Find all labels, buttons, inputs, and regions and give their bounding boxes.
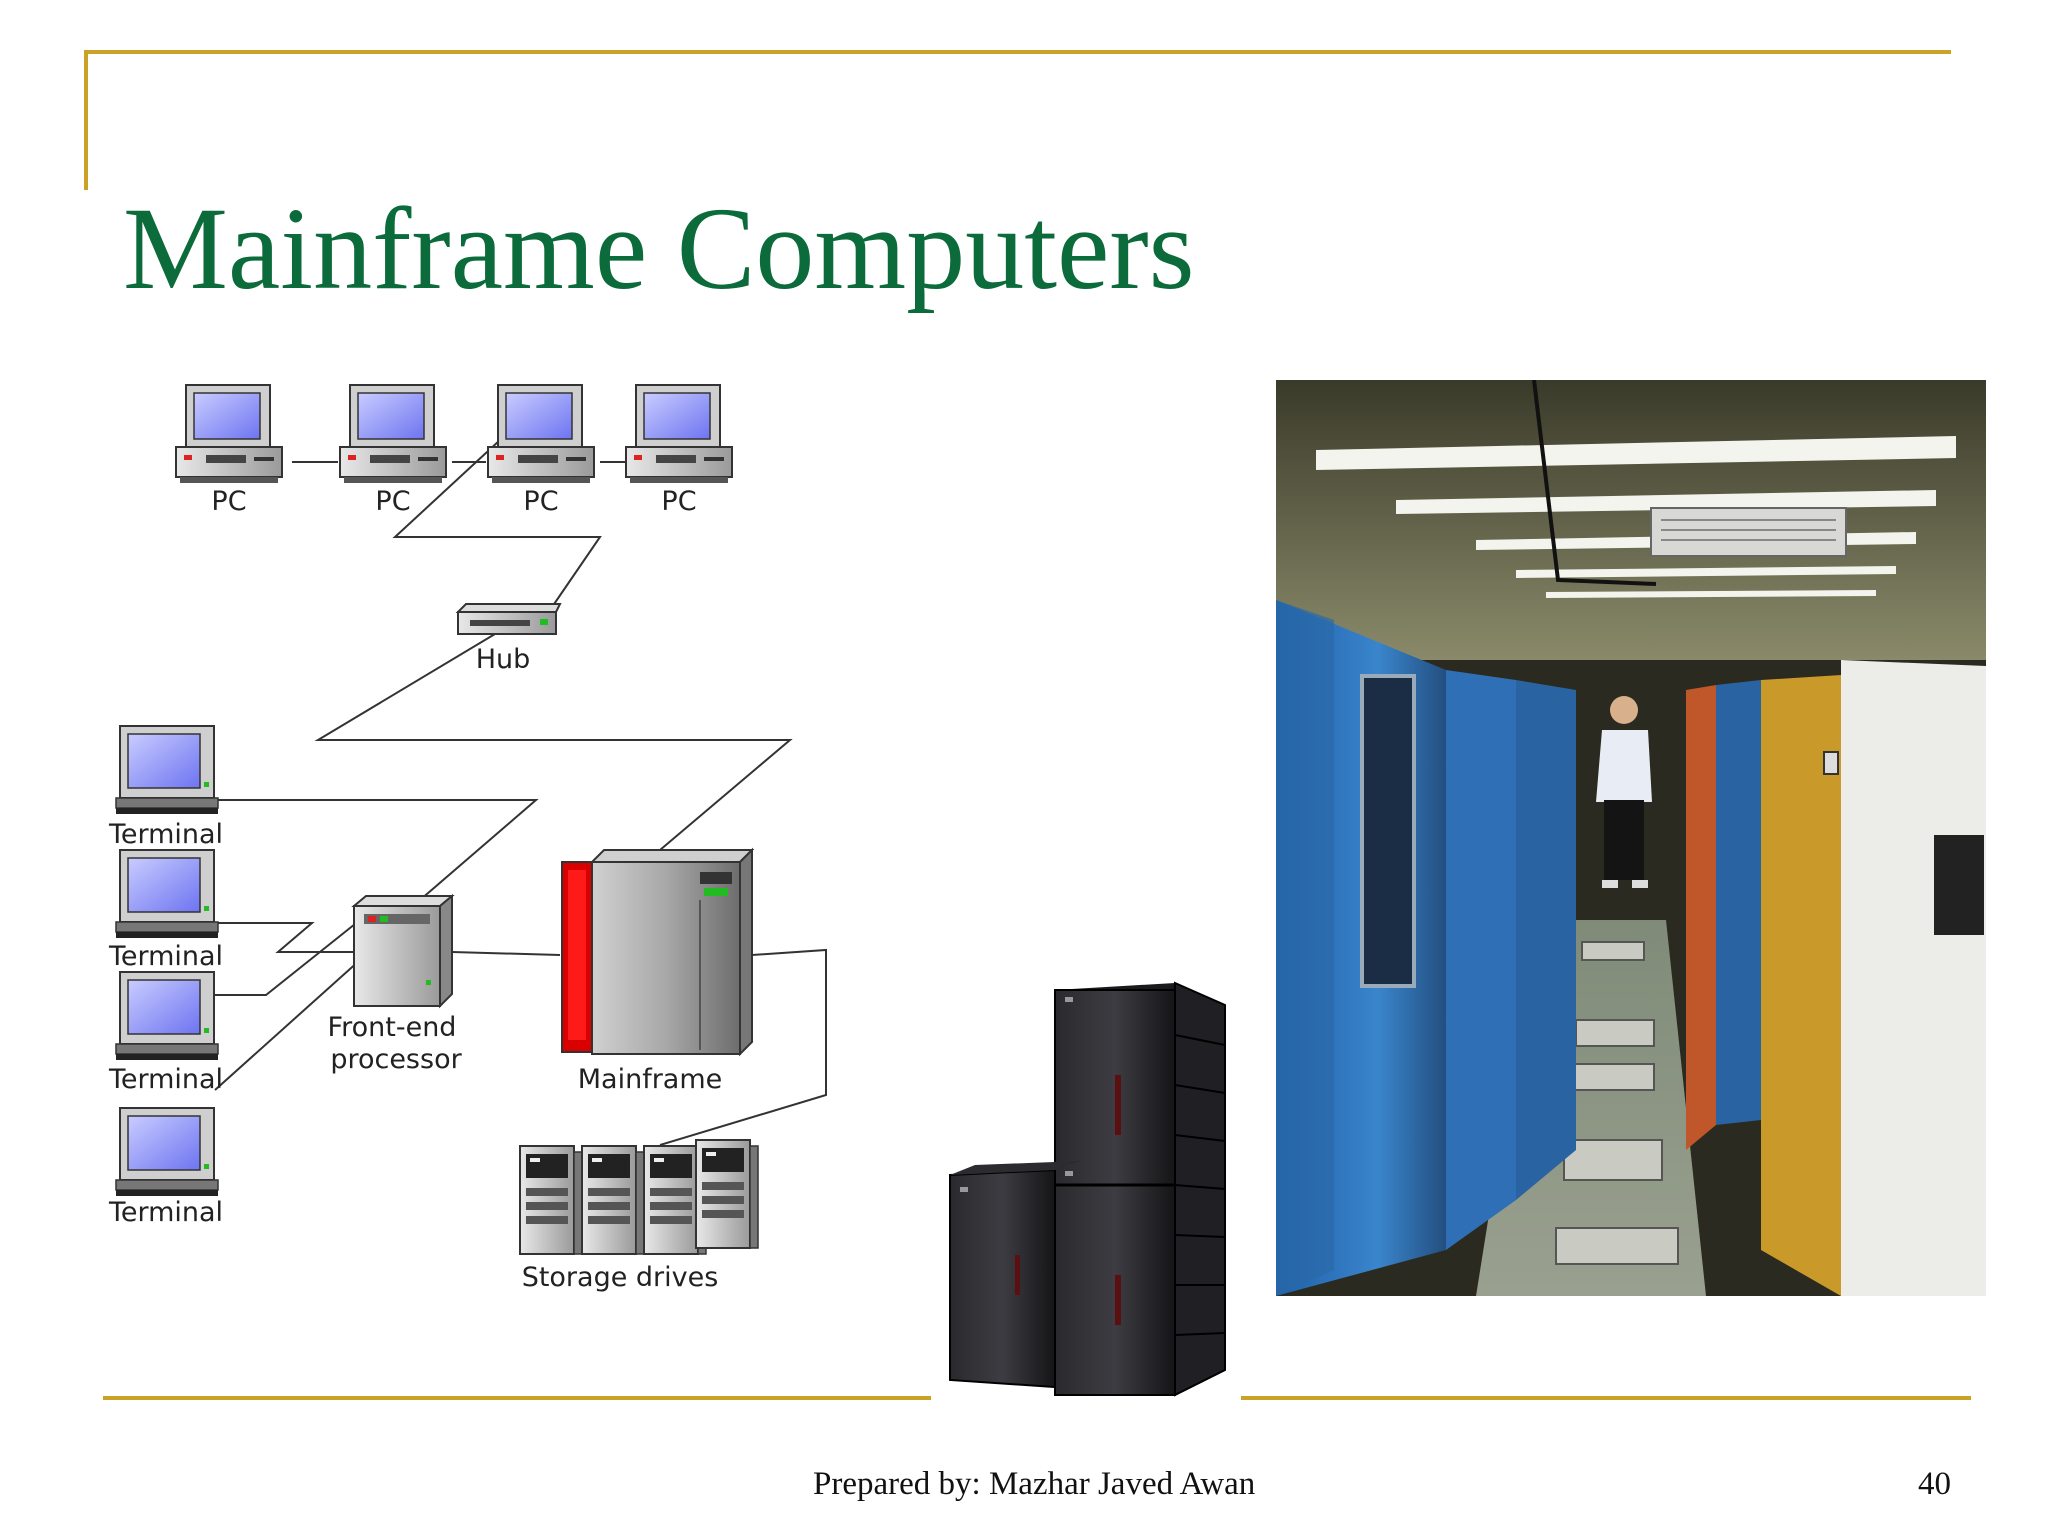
top-accent-line: [84, 50, 1951, 54]
mainframe-label: Mainframe: [578, 1064, 723, 1095]
storage-drive-icon: [519, 1145, 583, 1255]
terminal-label: Terminal: [108, 819, 223, 850]
terminal-icon: [115, 1107, 219, 1197]
pc-icon: [339, 384, 447, 484]
bottom-accent-line-left: [103, 1396, 931, 1400]
left-accent-line: [84, 50, 88, 190]
mainframe-cabinet-photo: [949, 981, 1226, 1397]
terminal-label: Terminal: [108, 1197, 223, 1228]
storage-drive-icon: [695, 1139, 759, 1249]
slide-title: Mainframe Computers: [123, 183, 1195, 314]
person-figure: [1596, 696, 1652, 888]
pc-icon: [625, 384, 733, 484]
pc-label: PC: [375, 486, 410, 517]
terminal-icon: [115, 725, 219, 815]
pc-icon: [487, 384, 595, 484]
pc-label: PC: [661, 486, 696, 517]
pc-label: PC: [523, 486, 558, 517]
slide-footer: Prepared by: Mazhar Javed Awan: [813, 1466, 1256, 1502]
hub-icon: [455, 603, 562, 635]
storage-drive-icon: [581, 1145, 645, 1255]
pc-icon: [175, 384, 283, 484]
terminal-label: Terminal: [108, 941, 223, 972]
pc-label: PC: [211, 486, 246, 517]
mainframe-icon: [561, 847, 755, 1057]
terminal-icon: [115, 971, 219, 1061]
terminal-label: Terminal: [108, 1064, 223, 1095]
storage-drives-label: Storage drives: [522, 1262, 719, 1293]
bottom-accent-line-right: [1241, 1396, 1971, 1400]
mainframe-network-diagram: PC PC PC PC Hub Terminal Terminal Termin…: [108, 384, 827, 1293]
front-end-processor-icon: [351, 893, 455, 1009]
front-end-processor-label: Front-end: [328, 1012, 457, 1043]
page-number: 40: [1918, 1466, 1951, 1502]
terminal-icon: [115, 849, 219, 939]
data-center-aisle-photo: [1276, 380, 1986, 1296]
hub-label: Hub: [476, 644, 531, 675]
front-end-processor-label: processor: [330, 1044, 462, 1075]
